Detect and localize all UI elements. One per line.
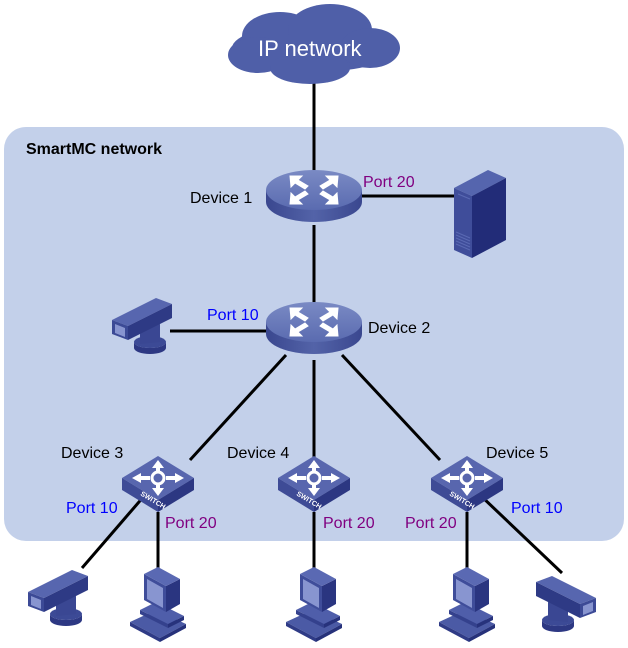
port-label-d5-pc: Port 20 [405, 515, 457, 532]
port-label-d3-camera: Port 10 [66, 500, 118, 517]
link-d5-camera [478, 493, 564, 575]
device-2-router-icon[interactable] [265, 301, 363, 355]
device-2-label: Device 2 [368, 320, 431, 337]
device-3-label: Device 3 [61, 445, 124, 462]
port-label-d2-camera: Port 10 [207, 307, 259, 324]
cloud-icon [228, 4, 400, 84]
region-title: SmartMC network [26, 141, 163, 158]
link-d2-d5 [340, 353, 442, 462]
device-4-label: Device 4 [227, 445, 290, 462]
cloud-label: IP network [258, 36, 362, 61]
device-1-label: Device 1 [190, 190, 253, 207]
port-label-d3-pc: Port 20 [165, 515, 217, 532]
port-label-d1-server: Port 20 [363, 174, 415, 191]
camera-d5-icon[interactable] [536, 576, 596, 632]
device-5-label: Device 5 [486, 445, 549, 462]
link-d2-d3 [188, 353, 288, 462]
link-d3-camera [80, 494, 147, 569]
pc-d3-icon[interactable] [130, 567, 186, 642]
port-label-d4-pc: Port 20 [323, 515, 375, 532]
links [80, 70, 564, 575]
pc-d4-icon[interactable] [286, 567, 342, 642]
camera-d3-icon[interactable] [28, 570, 88, 626]
port-label-d5-camera: Port 10 [511, 500, 563, 517]
device-1-router-icon[interactable] [265, 169, 363, 223]
pc-d5-icon[interactable] [439, 567, 495, 642]
